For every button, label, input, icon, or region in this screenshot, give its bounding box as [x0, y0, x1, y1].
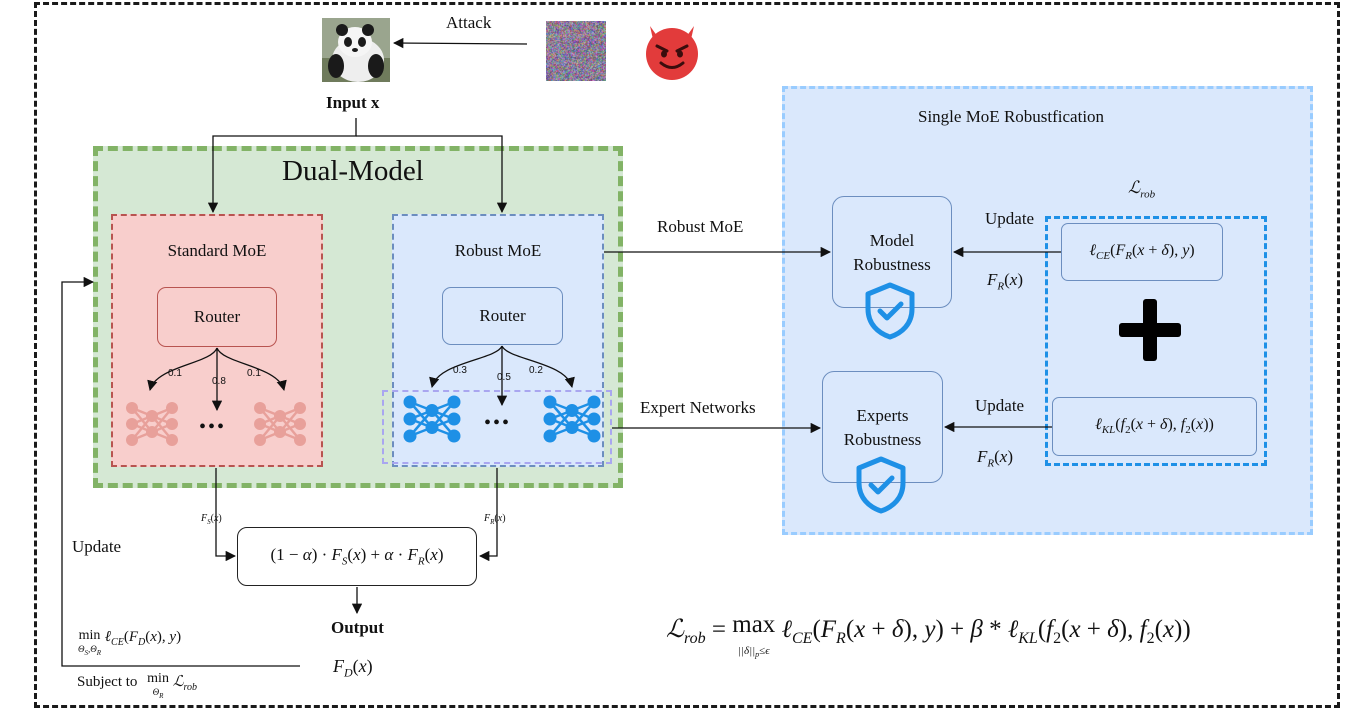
neuron-node: [254, 402, 266, 414]
standard-weight-2: 0.8: [212, 376, 226, 387]
shield-check-icon: [865, 282, 915, 340]
output-label: Output: [331, 618, 384, 637]
standard-weight-3: 0.1: [247, 368, 261, 379]
neuron-node: [447, 429, 461, 443]
combine-formula-box: (1 − α) · FS(x) + α · FR(x): [237, 527, 477, 586]
neuron-node: [274, 426, 286, 438]
fr-label-top: FR(x): [987, 270, 1024, 293]
robust-ellipsis: •••: [484, 412, 512, 434]
neuron-node: [587, 429, 601, 443]
neuron-node: [254, 434, 266, 446]
neuron-node: [543, 395, 557, 409]
model-robustness-label-1: Model: [869, 231, 915, 250]
neuron-node: [126, 418, 138, 430]
neuron-node: [166, 418, 178, 430]
fr-label-bottom: FR(x): [977, 447, 1014, 470]
standard-expert-networks: [126, 402, 306, 446]
adversarial-noise-image: [546, 21, 606, 81]
neuron-node: [403, 429, 417, 443]
attack-label: Attack: [446, 13, 492, 32]
model-robustness-box: Model Robustness: [832, 196, 952, 308]
subject-to-label: Subject to: [77, 674, 138, 690]
loss-rob-symbol: ℒrob: [1128, 178, 1156, 201]
neuron-node: [294, 402, 306, 414]
robust-weight-1: 0.3: [453, 365, 467, 376]
update-label-top: Update: [985, 209, 1035, 228]
loss-kl-label: ℓKL(f2(x + δ), f2(x)): [1095, 416, 1214, 437]
input-to-robust-arrow: [356, 135, 508, 214]
neuron-node: [565, 421, 579, 434]
neuron-node: [254, 418, 266, 430]
panda-input-image: [322, 18, 390, 82]
neuron-node: [166, 434, 178, 446]
neuron-node: [294, 434, 306, 446]
neuron-node: [587, 412, 601, 426]
standard-router: Router: [157, 287, 277, 347]
combine-formula: (1 − α) · FS(x) + α · FR(x): [270, 545, 444, 568]
loss-ce-label: ℓCE(FR(x + δ), y): [1089, 241, 1195, 263]
neuron-node: [543, 429, 557, 443]
model-robustness-label-2: Robustness: [853, 255, 931, 274]
single-moe-title: Single MoE Robustfication: [918, 107, 1105, 126]
neuron-node: [146, 426, 158, 438]
robust-moe-title: Robust MoE: [454, 241, 542, 260]
neuron-node: [294, 418, 306, 430]
loss-components-box: [1045, 216, 1267, 466]
standard-moe-title: Standard MoE: [167, 241, 267, 260]
input-to-standard-arrow: [207, 118, 357, 214]
neuron-node: [587, 395, 601, 409]
standard-router-label: Router: [193, 307, 241, 326]
robust-expert-networks: [403, 395, 601, 443]
neuron-node: [447, 395, 461, 409]
expert-networks-arrow-label: Expert Networks: [640, 398, 756, 417]
neuron-node: [425, 421, 439, 434]
fd-label: FD(x): [333, 656, 373, 680]
plus-icon: [1119, 299, 1181, 361]
neuron-node: [146, 410, 158, 422]
attack-arrow: [392, 37, 528, 49]
neuron-node: [403, 395, 417, 409]
standard-weight-1: 0.1: [168, 368, 182, 379]
dual-model-title: Dual-Model: [282, 155, 424, 187]
standard-ellipsis: •••: [199, 416, 227, 438]
robust-moe-arrow-label: Robust MoE: [657, 217, 744, 236]
experts-robustness-box: Experts Robustness: [822, 371, 943, 483]
devil-icon: [646, 26, 698, 80]
outer-frame: [34, 2, 1340, 708]
experts-robustness-label-2: Robustness: [843, 430, 922, 449]
update-label-left: Update: [72, 537, 122, 556]
robust-router: Router: [442, 287, 563, 345]
neuron-node: [126, 434, 138, 446]
neuron-node: [403, 412, 417, 426]
experts-robustness-label-1: Experts: [856, 406, 909, 425]
robust-weight-2: 0.5: [497, 372, 511, 383]
neuron-node: [274, 410, 286, 422]
neuron-node: [565, 404, 579, 417]
neuron-node: [447, 412, 461, 426]
neuron-node: [543, 412, 557, 426]
neuron-node: [166, 402, 178, 414]
neuron-node: [126, 402, 138, 414]
robust-loss-equation: ℒrob = max||δ||p≤ϵ ℓCE(FR(x + δ), y) + β…: [666, 611, 1191, 660]
robust-router-label: Router: [479, 306, 526, 325]
loss-kl-box: ℓKL(f2(x + δ), f2(x)): [1052, 397, 1257, 456]
robust-weight-3: 0.2: [529, 365, 543, 376]
expert-networks-box: [382, 390, 612, 464]
update-label-bottom: Update: [975, 396, 1025, 415]
input-label: Input x: [326, 93, 380, 112]
neuron-node: [425, 404, 439, 417]
shield-check-icon: [856, 456, 906, 514]
loss-ce-box: ℓCE(FR(x + δ), y): [1061, 223, 1223, 281]
fr-output-label: FR(x): [484, 513, 506, 526]
